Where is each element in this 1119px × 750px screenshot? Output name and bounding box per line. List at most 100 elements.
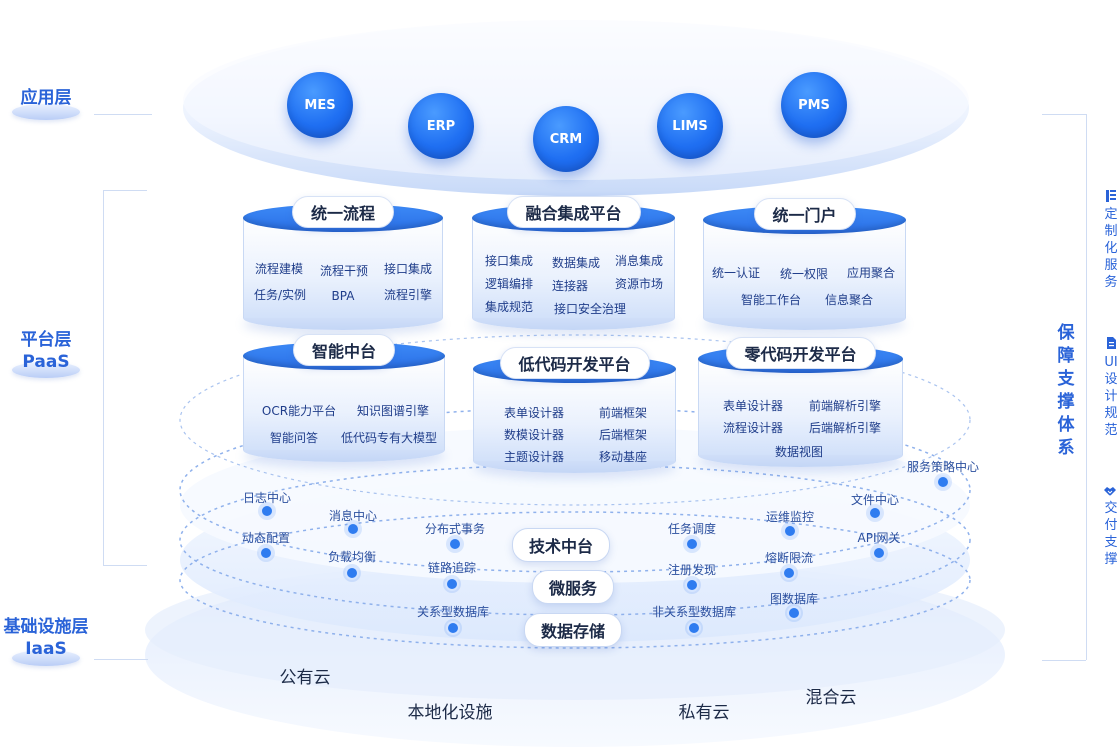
storage-label[interactable]: 数据存储 bbox=[523, 613, 623, 647]
support-system-title: 保障支撑体系 bbox=[1057, 323, 1075, 458]
platform-item: 资源市场 bbox=[614, 277, 664, 291]
app-erp[interactable]: ERP bbox=[408, 93, 474, 159]
app-mes[interactable]: MES bbox=[287, 72, 353, 138]
node-label: 动态配置 bbox=[241, 531, 291, 545]
node-label: 熔断限流 bbox=[764, 551, 814, 565]
node-dot[interactable] bbox=[260, 504, 274, 518]
node-label: 日志中心 bbox=[242, 491, 292, 505]
platform-item: 流程干预 bbox=[319, 264, 369, 278]
platform-item: 前端框架 bbox=[598, 406, 648, 420]
tech-center-label[interactable]: 技术中台 bbox=[511, 528, 611, 562]
platform-item: 消息集成 bbox=[614, 254, 664, 268]
platform-item: 流程设计器 bbox=[722, 421, 784, 435]
platform-item: 集成规范 bbox=[484, 300, 534, 314]
platform-item: 逻辑编排 bbox=[484, 277, 534, 291]
platform-unified-portal[interactable]: 统一门户 统一认证 统一权限 应用聚合 智能工作台 信息聚合 bbox=[703, 198, 906, 330]
platform-item: 流程建模 bbox=[254, 262, 304, 276]
platform-unified-process[interactable]: 统一流程 流程建模 流程干预 接口集成 任务/实例 BPA 流程引擎 bbox=[243, 196, 443, 330]
node-label: 分布式事务 bbox=[424, 522, 486, 536]
node-dot[interactable] bbox=[685, 537, 699, 551]
platform-item: 连接器 bbox=[551, 279, 589, 293]
node-dot[interactable] bbox=[259, 546, 273, 560]
node-label: API网关 bbox=[857, 531, 901, 545]
platform-item: 移动基座 bbox=[598, 450, 648, 464]
platform-ai-center[interactable]: 智能中台 OCR能力平台 知识图谱引擎 智能问答 低代码专有大模型 bbox=[243, 334, 445, 462]
platform-item: 后端框架 bbox=[598, 428, 648, 442]
platform-item: 低代码专有大模型 bbox=[340, 431, 438, 445]
platform-title: 低代码开发平台 bbox=[499, 347, 650, 379]
platform-item: 表单设计器 bbox=[503, 406, 565, 420]
platform-low-code[interactable]: 低代码开发平台 表单设计器 前端框架 数模设计器 后端框架 主题设计器 移动基座 bbox=[473, 347, 676, 473]
application-layer-title: 应用层 bbox=[20, 88, 72, 108]
platform-item: OCR能力平台 bbox=[261, 404, 337, 418]
node-label: 链路追踪 bbox=[427, 561, 477, 575]
support-item-label: 交付支撑 bbox=[1104, 501, 1118, 567]
support-item-label: UI设计规范 bbox=[1104, 355, 1118, 438]
platform-item: 接口集成 bbox=[383, 262, 433, 276]
platform-title: 统一流程 bbox=[291, 196, 395, 228]
node-dot[interactable] bbox=[936, 475, 950, 489]
platform-zero-code[interactable]: 零代码开发平台 表单设计器 前端解析引擎 流程设计器 后端解析引擎 数据视图 bbox=[698, 337, 903, 467]
platform-item: 接口集成 bbox=[484, 254, 534, 268]
handshake-icon bbox=[1104, 487, 1116, 496]
node-label: 注册发现 bbox=[667, 563, 717, 577]
platform-item: 数模设计器 bbox=[503, 428, 565, 442]
platform-item: 接口安全治理 bbox=[553, 302, 627, 316]
platform-title: 统一门户 bbox=[753, 198, 856, 230]
infra-hybrid-cloud[interactable]: 混合云 bbox=[805, 688, 857, 708]
infrastructure-layer-title: 基础设施层 bbox=[3, 617, 89, 637]
app-lims[interactable]: LIMS bbox=[657, 93, 723, 159]
platform-item: 主题设计器 bbox=[503, 450, 565, 464]
infra-private-cloud[interactable]: 私有云 bbox=[678, 703, 730, 723]
platform-item: 数据视图 bbox=[774, 445, 824, 459]
node-label: 服务策略中心 bbox=[906, 460, 980, 474]
microservice-label[interactable]: 微服务 bbox=[531, 570, 615, 604]
node-label: 负载均衡 bbox=[327, 550, 377, 564]
infra-public-cloud[interactable]: 公有云 bbox=[279, 668, 331, 688]
platform-item: 信息聚合 bbox=[824, 293, 874, 307]
platform-item: 前端解析引擎 bbox=[808, 399, 882, 413]
node-label: 消息中心 bbox=[328, 509, 378, 523]
node-label: 非关系型数据库 bbox=[651, 605, 737, 619]
platform-layer-subtitle: PaaS bbox=[22, 352, 70, 372]
storage-ring bbox=[179, 511, 971, 649]
node-dot[interactable] bbox=[782, 566, 796, 580]
node-dot[interactable] bbox=[685, 578, 699, 592]
platform-item: 统一权限 bbox=[779, 267, 829, 281]
node-label: 任务调度 bbox=[667, 522, 717, 536]
customization-icon bbox=[1106, 190, 1116, 202]
node-dot[interactable] bbox=[868, 506, 882, 520]
platform-integration[interactable]: 融合集成平台 接口集成 数据集成 消息集成 逻辑编排 连接器 资源市场 集成规范… bbox=[472, 196, 675, 330]
platform-layer-title: 平台层 bbox=[20, 330, 72, 350]
node-label: 关系型数据库 bbox=[416, 605, 490, 619]
infrastructure-layer-subtitle: IaaS bbox=[25, 639, 67, 659]
platform-item: 流程引擎 bbox=[383, 288, 433, 302]
platform-item: 任务/实例 bbox=[253, 288, 307, 302]
platform-item: 智能工作台 bbox=[740, 293, 802, 307]
app-crm[interactable]: CRM bbox=[533, 106, 599, 172]
node-label: 运维监控 bbox=[765, 510, 815, 524]
node-dot[interactable] bbox=[687, 621, 701, 635]
platform-title: 零代码开发平台 bbox=[725, 337, 876, 369]
node-label: 图数据库 bbox=[769, 592, 819, 606]
node-label: 文件中心 bbox=[850, 493, 900, 507]
node-dot[interactable] bbox=[448, 537, 462, 551]
node-dot[interactable] bbox=[346, 522, 360, 536]
app-pms[interactable]: PMS bbox=[781, 72, 847, 138]
node-dot[interactable] bbox=[446, 621, 460, 635]
platform-item: 智能问答 bbox=[269, 431, 319, 445]
platform-item: 后端解析引擎 bbox=[808, 421, 882, 435]
platform-item: 统一认证 bbox=[711, 266, 761, 280]
node-dot[interactable] bbox=[787, 606, 801, 620]
platform-item: 知识图谱引擎 bbox=[356, 404, 430, 418]
platform-item: BPA bbox=[331, 289, 355, 303]
platform-item: 表单设计器 bbox=[722, 399, 784, 413]
node-dot[interactable] bbox=[872, 546, 886, 560]
document-icon bbox=[1107, 337, 1116, 349]
node-dot[interactable] bbox=[445, 577, 459, 591]
node-dot[interactable] bbox=[345, 566, 359, 580]
node-dot[interactable] bbox=[783, 524, 797, 538]
infra-on-premise[interactable]: 本地化设施 bbox=[407, 703, 493, 723]
platform-title: 智能中台 bbox=[292, 334, 396, 366]
